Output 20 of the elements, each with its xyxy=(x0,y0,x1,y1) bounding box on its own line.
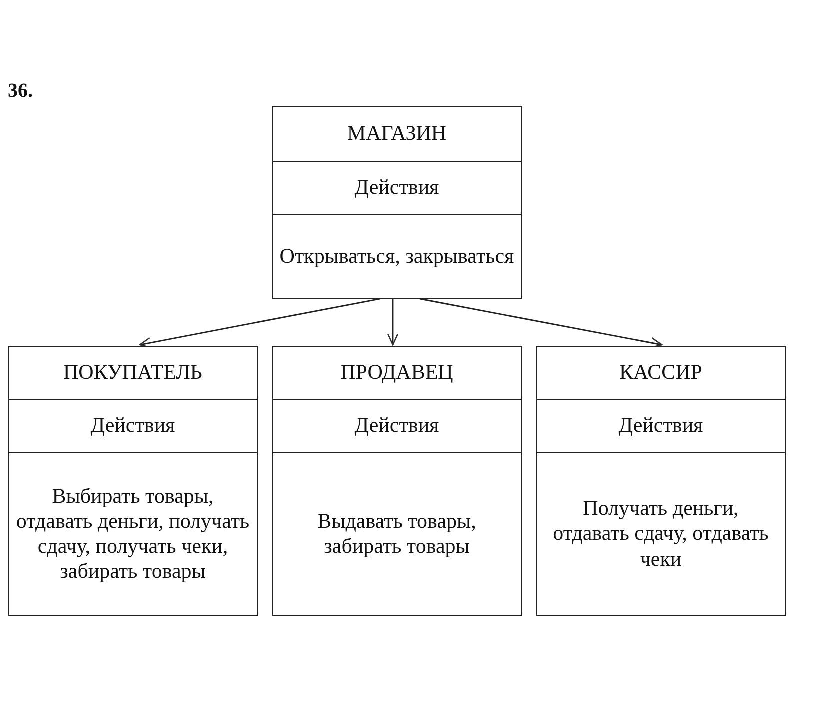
section-heading: Действия xyxy=(354,175,440,201)
class-box xyxy=(536,346,786,616)
section-heading: Действия xyxy=(354,413,440,439)
class-box xyxy=(272,346,522,616)
figure-number: 36. xyxy=(8,80,33,103)
arrow xyxy=(387,299,399,346)
class-name: ПОКУПАТЕЛЬ xyxy=(64,360,202,386)
action-list: Выбирать товары, отдавать деньги, получать сдачу, получать чеки, забирать товары xyxy=(15,484,251,584)
arrow xyxy=(139,298,380,348)
class-box xyxy=(8,346,258,616)
arrow xyxy=(420,298,663,348)
section-heading: Действия xyxy=(90,413,176,439)
class-box xyxy=(272,106,522,299)
section-heading: Действия xyxy=(618,413,704,439)
class-name: МАГАЗИН xyxy=(347,121,447,147)
class-name: КАССИР xyxy=(620,360,702,386)
action-list: Открываться, закрываться xyxy=(280,244,514,270)
class-name: ПРОДАВЕЦ xyxy=(340,360,454,386)
action-list: Получать деньги, отдавать сдачу, отдавать чеки xyxy=(543,496,779,572)
action-list: Выдавать товары, забирать товары xyxy=(279,508,515,560)
